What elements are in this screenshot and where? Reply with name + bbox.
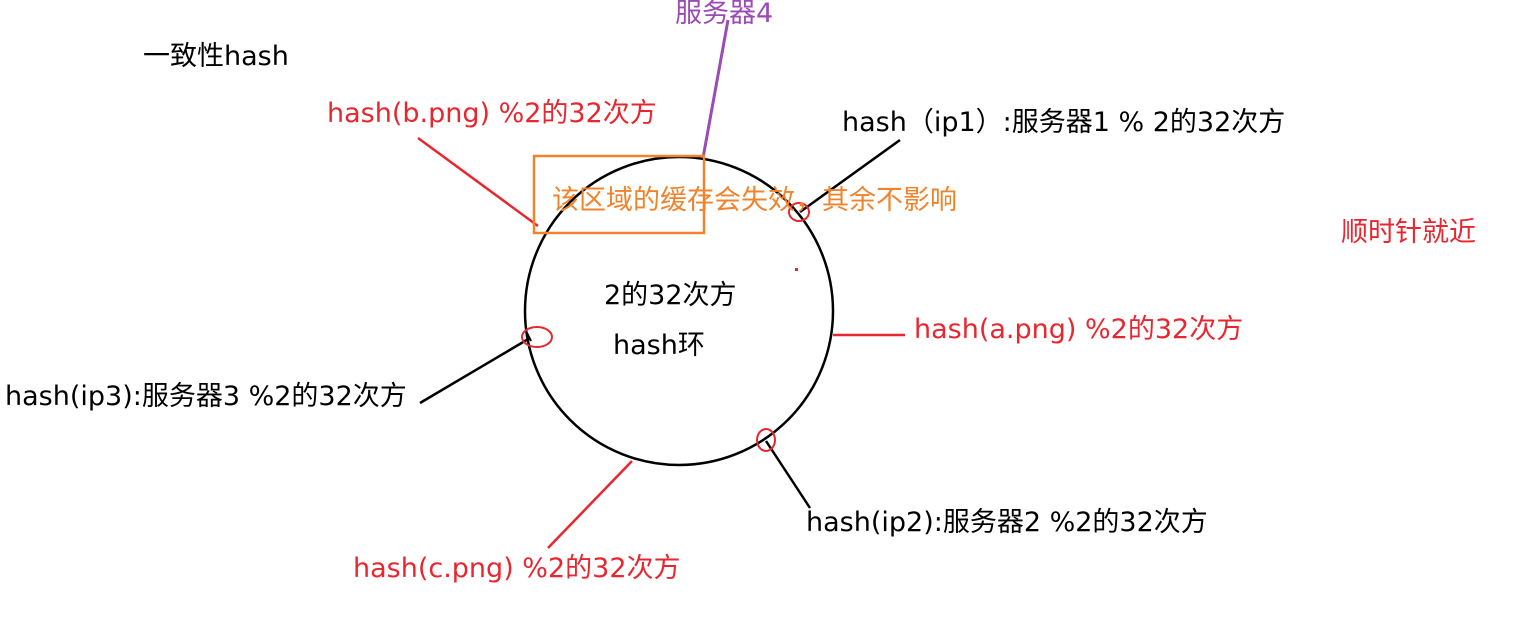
server3-connector	[419, 336, 531, 405]
object-a-label: hash(a.png) %2的32次方	[914, 314, 1244, 345]
object-c-connector	[547, 460, 633, 549]
object-b-label: hash(b.png) %2的32次方	[327, 98, 657, 129]
server3-label: hash(ip3):服务器3 %2的32次方	[5, 381, 407, 412]
object-b-connector	[417, 136, 539, 228]
server4-connector	[701, 19, 730, 159]
object-c-label: hash(c.png) %2的32次方	[353, 553, 681, 584]
server1-label: hash（ip1）:服务器1 % 2的32次方	[842, 107, 1286, 138]
server3-tick	[526, 332, 532, 342]
invalidation-area-box	[532, 154, 706, 235]
server1-node-marker	[788, 202, 810, 222]
ring-name-label: hash环	[613, 330, 705, 361]
server2-node-marker	[756, 428, 776, 452]
server4-label: 服务器4	[675, 0, 774, 29]
diagram-title: 一致性hash	[143, 41, 289, 72]
server2-connector	[764, 440, 812, 509]
invalidation-note: 该区域的缓存会失效，其余不影响	[552, 185, 957, 216]
clockwise-rule-note: 顺时针就近	[1341, 217, 1476, 248]
server1-connector	[799, 138, 901, 214]
server3-node-marker	[521, 326, 553, 348]
ring-size-label: 2的32次方	[604, 280, 737, 311]
server2-label: hash(ip2):服务器2 %2的32次方	[806, 507, 1208, 538]
red-dot	[795, 268, 798, 271]
